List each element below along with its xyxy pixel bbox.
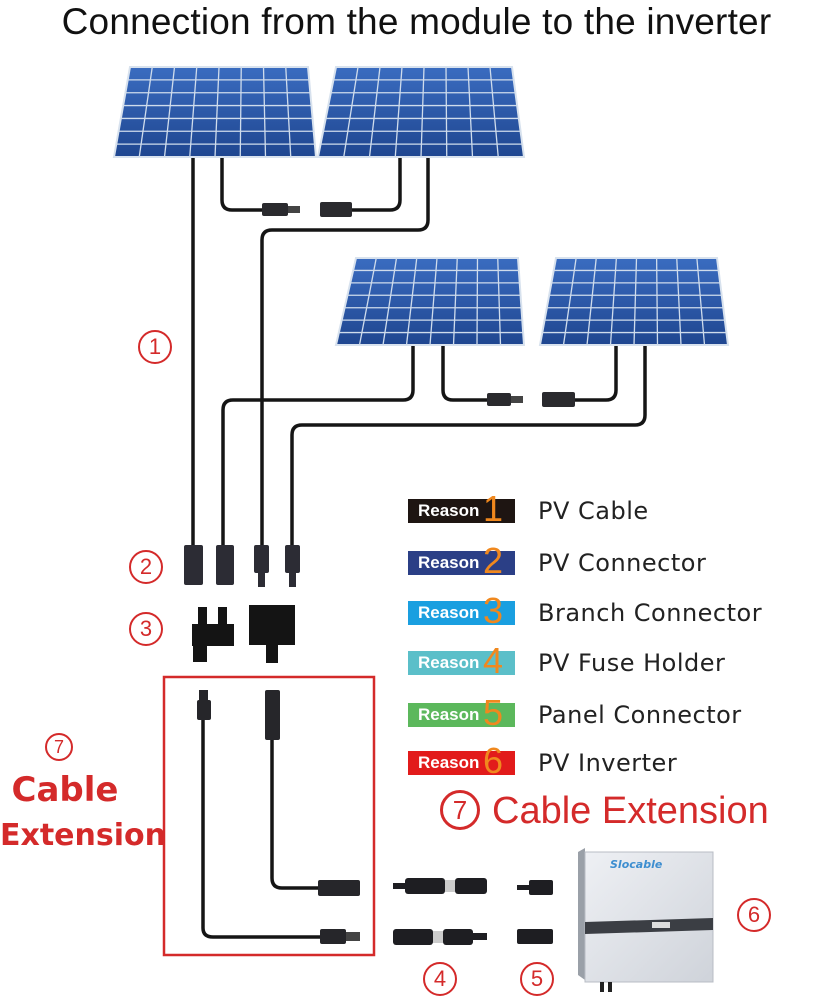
solar-panel-3 [334, 257, 526, 346]
legend-label-branch-connector: Branch Connector [538, 599, 763, 627]
branch-connectors [192, 605, 295, 663]
cable-panel3-pos [441, 343, 489, 402]
cable-panel3-neg [221, 343, 415, 547]
cable-panel2-neg [348, 155, 402, 212]
panel-grid-line [452, 257, 458, 346]
panel-grid-line [343, 66, 359, 158]
marker-3-branch-connector: 3 [129, 612, 163, 646]
mc4-connector-pair-bottom [487, 392, 575, 407]
side-label-extension: Extension [0, 818, 166, 853]
inverter-brand-logo: Slocable [610, 858, 663, 871]
solar-panel-2 [316, 66, 526, 158]
pv-connectors [184, 545, 300, 587]
marker-7-heading: 7 [440, 789, 480, 830]
marker-2-pv-connector: 2 [129, 550, 163, 584]
solar-panel-1 [112, 66, 318, 158]
panel-grid-line [382, 257, 398, 346]
panel-grid-line [189, 66, 198, 158]
cable-panel4-pos [290, 343, 647, 547]
marker-6-inverter: 6 [737, 898, 771, 932]
extension-connectors [197, 690, 360, 944]
panel-grid-line [285, 66, 292, 158]
badge-word: Reason [418, 553, 480, 572]
panel-grid-line [405, 257, 418, 346]
badge-number: 1 [483, 488, 504, 529]
panel-grid-line [420, 66, 425, 158]
legend-label-pv-connector: PV Connector [538, 549, 707, 577]
panel-grid-line [489, 66, 499, 158]
legend-label-pv-cable: PV Cable [538, 497, 649, 525]
marker-7-side: 7 [45, 733, 73, 761]
page-title: Connection from the module to the invert… [61, 1, 772, 42]
panel-grid-line [609, 257, 618, 346]
legend-label-panel-connector: Panel Connector [538, 701, 742, 729]
badge-word: Reason [418, 501, 480, 520]
cable-extension-text: Cable Extension [492, 790, 769, 832]
panel-grid-line [358, 257, 377, 346]
badge-word: Reason [418, 705, 480, 724]
marker-5-panel-connector: 5 [520, 962, 554, 996]
badge-number: 5 [483, 692, 504, 733]
legend-label-pv-fuse-holder: PV Fuse Holder [538, 649, 726, 677]
cable-extension-box [162, 675, 376, 957]
panel-connectors [517, 880, 553, 944]
panel-grid-line [676, 257, 682, 346]
legend-label-pv-inverter: PV Inverter [538, 749, 678, 777]
panel-grid-line [239, 66, 242, 158]
panel-grid-line [138, 66, 153, 158]
badge-word: Reason [418, 603, 480, 622]
panel-grid-line [633, 257, 638, 346]
cable-panel1-pos [220, 155, 264, 212]
panel-grid-line [445, 66, 448, 158]
marker-4-fuse-holder: 4 [423, 962, 457, 996]
panel-grid-line [214, 66, 220, 158]
cable-extension-heading: 7 Cable Extension [440, 789, 769, 833]
solar-panel-4 [538, 257, 730, 346]
badge-number: 3 [483, 590, 504, 631]
badge-number: 6 [483, 740, 504, 781]
panel-grid-line [476, 257, 479, 346]
panel-grid-line [655, 257, 659, 346]
panel-grid-line [394, 66, 403, 158]
panel-grid-line [497, 257, 502, 346]
panel-grid-line [586, 257, 597, 346]
pv-cables [191, 155, 647, 939]
mc4-connector-pair-top [262, 202, 352, 217]
cable-panel2-pos [260, 155, 430, 547]
panel-grid-line [467, 66, 474, 158]
side-label-cable: Cable [11, 770, 119, 810]
marker-1-pv-cable: 1 [138, 330, 172, 364]
extension-cable-2 [270, 738, 320, 890]
badge-number: 4 [483, 640, 504, 681]
panel-grid-line [562, 257, 577, 346]
pv-fuse-holders [393, 878, 487, 945]
extension-cable-1 [201, 698, 322, 939]
panel-grid-line [262, 66, 267, 158]
badge-number: 2 [483, 540, 504, 581]
pv-inverter [578, 848, 714, 992]
panel-grid-line [368, 66, 381, 158]
badge-word: Reason [418, 653, 480, 672]
panel-grid-line [429, 257, 438, 346]
panel-grid-line [696, 257, 706, 346]
cable-panel4-neg [573, 343, 618, 402]
badge-word: Reason [418, 753, 480, 772]
panel-grid-line [163, 66, 176, 158]
